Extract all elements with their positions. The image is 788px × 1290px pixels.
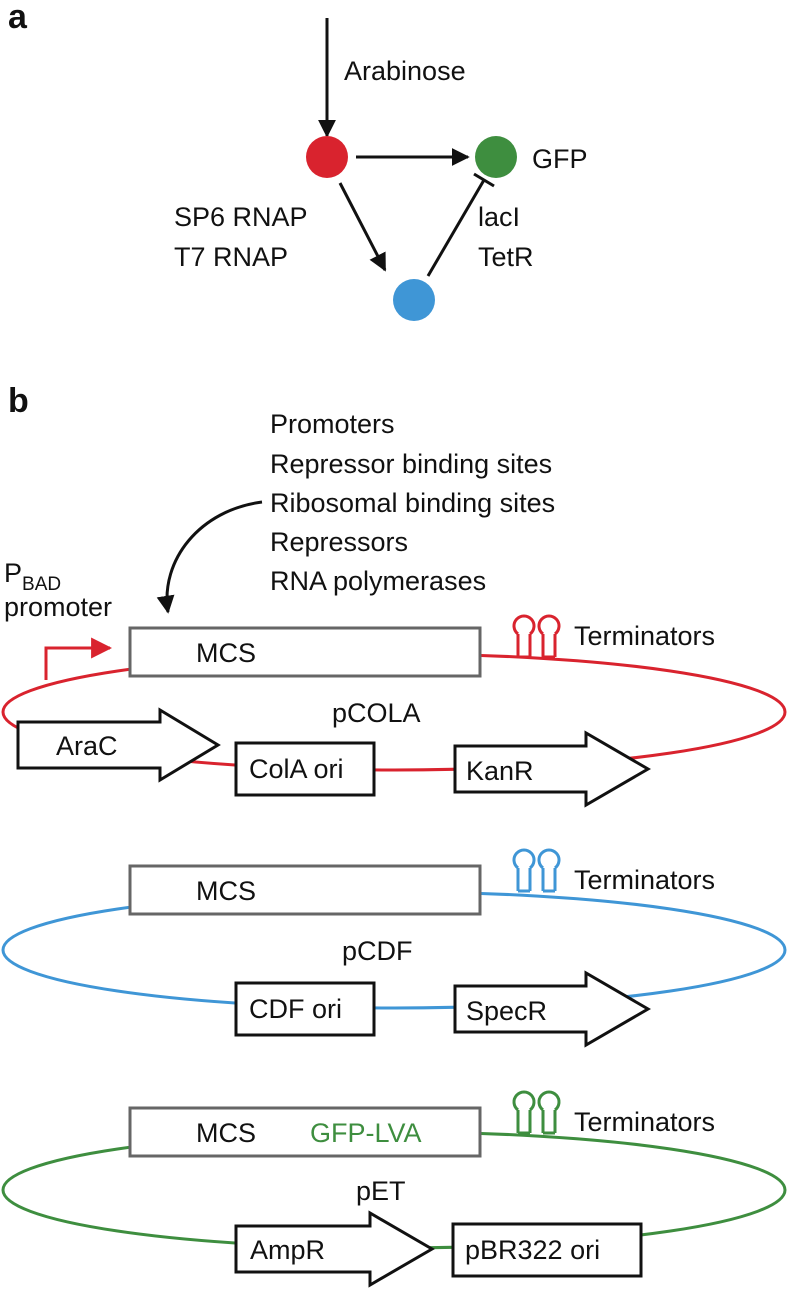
mcs-box	[128, 1106, 482, 1158]
plasmid-pcdf: Terminators MCS pCDF CDF ori SpecR	[1, 848, 787, 1048]
terminator-icon	[512, 848, 561, 893]
t7-rnap-label: T7 RNAP	[174, 242, 288, 272]
gfp-node	[475, 136, 517, 178]
specr-gene-arrow	[453, 970, 651, 1048]
terminators-label: Terminators	[574, 1107, 715, 1137]
repressor-node	[393, 279, 435, 321]
arac-label: AraC	[56, 731, 118, 761]
specr-label: SpecR	[466, 996, 547, 1026]
insert-list-item: Repressors	[270, 527, 408, 557]
sp6-rnap-label: SP6 RNAP	[174, 202, 308, 232]
mcs-label: MCS	[196, 876, 256, 906]
terminators-label: Terminators	[574, 865, 715, 895]
plasmid-name: pCDF	[342, 936, 413, 966]
mcs-box	[128, 626, 482, 678]
terminators-label: Terminators	[574, 621, 715, 651]
origin-box	[234, 981, 376, 1037]
pbad-label: PBAD	[4, 558, 61, 595]
ampr-gene-arrow	[234, 1210, 435, 1288]
laci-label: lacI	[478, 202, 520, 232]
kanr-label: KanR	[466, 756, 534, 786]
panel-a-letter: a	[8, 0, 28, 36]
gfp-label: GFP	[532, 144, 588, 174]
repression-line	[426, 179, 486, 277]
terminator-icon	[512, 1090, 561, 1135]
repression-bar	[473, 172, 495, 188]
plasmid-pcola: Terminators MCS pCOLA AraC ColA ori KanR	[1, 614, 787, 808]
insert-list-item: RNA polymerases	[270, 566, 486, 596]
activation-arrow-repressor	[338, 182, 387, 272]
pbr322-ori-label: pBR322 ori	[465, 1235, 600, 1265]
promoter-label: promoter	[4, 592, 112, 622]
kanr-gene-arrow	[453, 730, 651, 808]
insertion-arrow	[156, 500, 263, 614]
arac-gene-arrow	[16, 707, 221, 783]
origin-box	[234, 741, 376, 797]
gfp-lva-label: GFP-LVA	[310, 1118, 422, 1148]
mcs-box	[128, 864, 482, 916]
mcs-label: MCS	[196, 1118, 256, 1148]
pbad-promoter-arrow	[44, 637, 113, 680]
mcs-label: MCS	[196, 638, 256, 668]
plasmid-name: pET	[356, 1176, 406, 1206]
plasmid-name: pCOLA	[332, 698, 421, 728]
terminator-icon	[512, 614, 561, 659]
insert-list-item: Ribosomal binding sites	[270, 488, 555, 518]
arabinose-label: Arabinose	[344, 56, 466, 86]
origin-box	[451, 1222, 643, 1278]
plasmid-pet: Terminators MCS GFP-LVA pET AmpR pBR322 …	[1, 1090, 787, 1288]
insert-list-item: Repressor binding sites	[270, 449, 552, 479]
panel-b: b Promoters Repressor binding sites Ribo…	[1, 382, 787, 1288]
tetr-label: TetR	[478, 242, 534, 272]
ampr-label: AmpR	[250, 1235, 325, 1265]
rnap-node	[306, 136, 348, 178]
insert-list-item: Promoters	[270, 409, 395, 439]
cola-ori-label: ColA ori	[249, 754, 344, 784]
cdf-ori-label: CDF ori	[249, 994, 342, 1024]
panel-a: a Arabinose GFP SP6 RNAP T7 RNAP lacI Te…	[8, 0, 588, 321]
panel-b-letter: b	[8, 382, 29, 420]
